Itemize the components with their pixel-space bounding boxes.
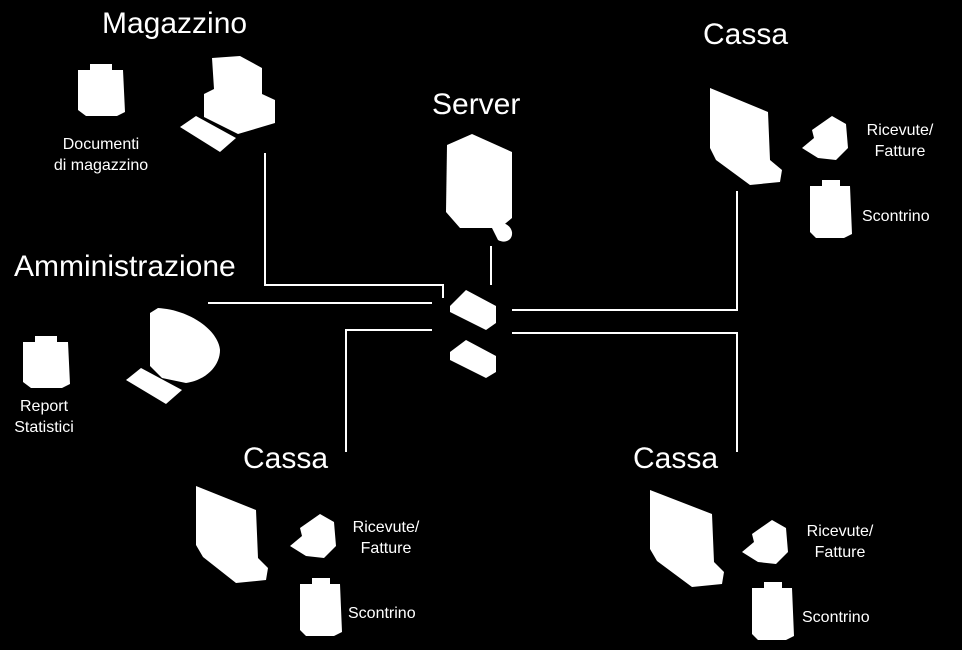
network-switch-icon <box>450 290 496 378</box>
report-line-2: Statistici <box>14 419 74 436</box>
keyboard-icon <box>180 116 236 152</box>
cassa-top-scontrino-label: Scontrino <box>862 208 930 225</box>
cassa-bottom-right-printer-label: Ricevute/ Fatture <box>798 521 882 563</box>
printer-line-1: Ricevute/ <box>866 122 934 139</box>
link-cassa-bottom-right <box>512 332 738 452</box>
cassa-top-title: Cassa <box>703 18 789 51</box>
cassa-bottom-left-title: Cassa <box>243 442 329 475</box>
documenti-line-2: di magazzino <box>53 157 149 174</box>
documenti-magazzino-label: Documenti di magazzino <box>42 134 160 176</box>
printer-line-2: Fatture <box>360 540 412 557</box>
cassa-bottom-left-printer-label: Ricevute/ Fatture <box>344 517 428 559</box>
printer-line-2: Fatture <box>874 143 926 160</box>
monitor-icon <box>126 308 220 404</box>
magazzino-title: Magazzino <box>102 7 248 40</box>
storage-cylinder-icon <box>23 336 70 388</box>
link-cassa-top <box>512 191 738 311</box>
printer-icon <box>290 514 336 558</box>
server-title: Server <box>432 88 521 121</box>
storage-cylinder-icon <box>300 578 342 636</box>
keyboard-icon <box>126 368 182 404</box>
link-cassa-bottom-left <box>345 329 432 452</box>
link-magazzino <box>264 153 444 298</box>
report-line-1: Report <box>19 398 69 415</box>
storage-cylinder-icon <box>78 64 125 116</box>
printer-icon <box>802 116 848 160</box>
desktop-computer-icon <box>180 56 275 152</box>
cassa-bottom-left-scontrino-label: Scontrino <box>348 605 416 622</box>
storage-cylinder-icon <box>810 180 852 238</box>
monitor-icon <box>650 490 724 587</box>
printer-line-2: Fatture <box>814 544 866 561</box>
documenti-line-1: Documenti <box>62 136 140 153</box>
storage-cylinder-icon <box>752 582 794 640</box>
amministrazione-title: Amministrazione <box>14 250 236 283</box>
server-icon <box>446 134 513 242</box>
cassa-top-printer-label: Ricevute/ Fatture <box>858 120 942 162</box>
printer-icon <box>742 520 788 564</box>
connection-lines <box>208 153 738 452</box>
printer-line-1: Ricevute/ <box>352 519 420 536</box>
printer-line-1: Ricevute/ <box>806 523 874 540</box>
monitor-icon <box>196 486 268 583</box>
report-statistici-label: Report Statistici <box>4 396 84 438</box>
cassa-bottom-right-scontrino-label: Scontrino <box>802 609 870 626</box>
cassa-bottom-right-title: Cassa <box>633 442 719 475</box>
monitor-icon <box>710 88 782 185</box>
